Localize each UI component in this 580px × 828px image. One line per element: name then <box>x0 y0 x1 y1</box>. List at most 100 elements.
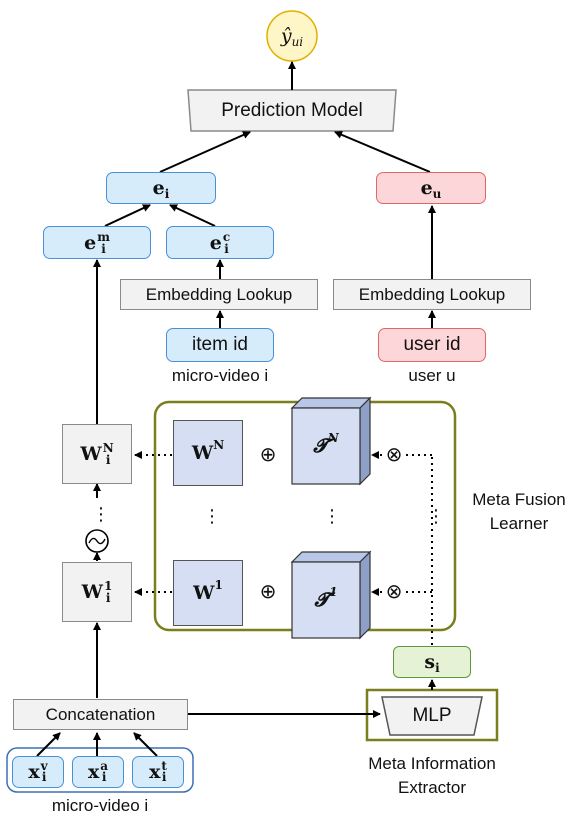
caption-micro-video-top: micro-video i <box>145 366 295 386</box>
wi1-sup: 1 <box>103 579 113 593</box>
eic-sub: i <box>224 241 229 256</box>
vdots-w: ⋮ <box>203 506 221 527</box>
arrow-eu-to-pm <box>334 131 431 173</box>
eu-sub: u <box>432 187 442 201</box>
times-symbol-1: ⊗ <box>385 579 403 603</box>
tensor-cube-1 <box>290 550 372 640</box>
meta-information-extractor-label: Meta Information Extractor <box>340 752 524 800</box>
xv-base: x <box>28 761 40 783</box>
si-base: s <box>424 651 436 673</box>
wi1-base: W <box>81 581 103 603</box>
input-features-group <box>6 747 194 793</box>
meta-fusion-learner-label: Meta Fusion Learner <box>462 488 576 536</box>
vdots-left: ⋮ <box>92 504 110 525</box>
meta-fusion-learner-line2: Learner <box>489 514 549 533</box>
meta-information-extractor-line2: Extractor <box>397 778 467 797</box>
embedding-lookup-item-label: Embedding Lookup <box>145 284 293 304</box>
xa-sup: a <box>100 759 109 773</box>
embedding-lookup-user-label: Embedding Lookup <box>358 284 506 304</box>
plus-symbol-1: ⊕ <box>259 579 277 603</box>
embedding-lookup-item: Embedding Lookup <box>120 279 318 310</box>
mlp-shape <box>381 696 483 736</box>
tensor-cube-n <box>290 396 372 486</box>
t1-sup: 1 <box>329 585 338 599</box>
output-sub: ui <box>291 35 304 49</box>
w1-base: W <box>193 582 215 604</box>
si-sub: i <box>435 661 440 675</box>
arrow-eic-to-ei <box>169 204 216 227</box>
w1-sup: 1 <box>214 578 223 592</box>
output-label: ŷ <box>280 25 292 47</box>
vdots-s: ⋮ <box>427 506 445 527</box>
item-id-label: item id <box>192 334 248 355</box>
xt-sub: i <box>161 770 167 784</box>
embedding-lookup-user: Embedding Lookup <box>333 279 531 310</box>
item-id: item id <box>166 328 274 362</box>
arrow-xv-to-concat <box>36 732 61 757</box>
prediction-model-shape <box>187 89 397 132</box>
arrow-ei-to-pm <box>159 131 251 173</box>
caption-user-text: user u <box>408 366 456 385</box>
ei-base: e <box>152 177 165 199</box>
prediction-model: Prediction Model <box>188 90 396 131</box>
mlp-label: MLP <box>412 705 452 726</box>
meta-fusion-learner-line1: Meta Fusion <box>472 490 566 509</box>
meta-information-extractor-line1: Meta Information <box>368 754 496 773</box>
ei-sub: i <box>164 187 170 201</box>
tn-base: 𝓣 <box>313 435 328 457</box>
times-symbol-n: ⊗ <box>385 442 403 466</box>
vdots-t: ⋮ <box>323 506 341 527</box>
eim-base: e <box>84 231 97 254</box>
user-id: user id <box>378 328 486 362</box>
eim-sup: m <box>97 229 110 244</box>
prediction-model-label: Prediction Model <box>221 99 363 121</box>
plus-symbol-n: ⊕ <box>259 442 277 466</box>
eic-sup: c <box>222 229 231 244</box>
eim-sub: i <box>101 241 106 256</box>
tn-sup: N <box>327 431 339 445</box>
wn-base: W <box>191 442 214 464</box>
eu-base: e <box>420 177 433 199</box>
win-sub: i <box>105 453 111 467</box>
xt-base: x <box>149 761 161 783</box>
xa-sub: i <box>101 770 107 784</box>
xv-sup: v <box>40 759 48 773</box>
win-sup: N <box>102 441 114 455</box>
arrow-eim-to-ei <box>104 204 151 227</box>
caption-user: user u <box>382 366 482 386</box>
xv-sub: i <box>41 770 47 784</box>
xt-sup: t <box>161 759 167 773</box>
arrow-xt-to-concat <box>133 732 158 757</box>
dotted-arrows <box>134 451 433 645</box>
eic-base: e <box>209 231 222 254</box>
concatenation-label: Concatenation <box>45 704 156 724</box>
concatenation: Concatenation <box>13 699 188 730</box>
xa-base: x <box>87 761 100 783</box>
caption-micro-video-top-text: micro-video i <box>171 366 269 385</box>
solid-arrows <box>36 61 436 757</box>
t1-base: 𝓣 <box>314 589 330 611</box>
win-base: W <box>80 443 102 465</box>
mlp: MLP <box>382 697 482 735</box>
caption-micro-video-bottom: micro-video i <box>25 796 175 816</box>
wn-sup: N <box>213 438 225 452</box>
user-id-label: user id <box>403 334 461 355</box>
wi1-sub: i <box>105 591 111 605</box>
caption-micro-video-bottom-text: micro-video i <box>51 796 149 815</box>
